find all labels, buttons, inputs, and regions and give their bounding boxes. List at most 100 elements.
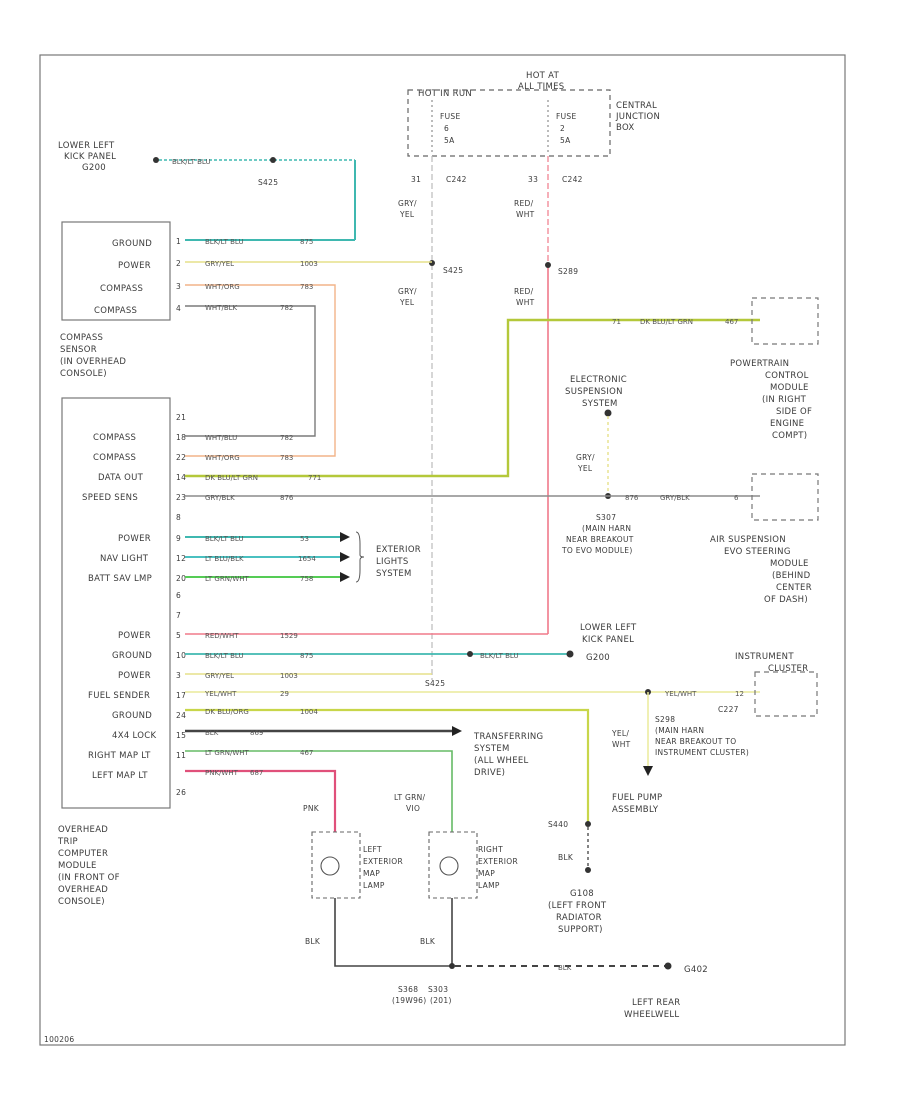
air-susp-label-4: (BEHIND [772, 571, 811, 581]
wire-ground-circuit: 875 [300, 652, 313, 660]
air-susp-label-3: MODULE [770, 559, 809, 569]
arrow-4x4-icon [452, 726, 462, 736]
wire-left-map-circuit: 687 [250, 769, 263, 777]
compass-pin-num-4: 4 [176, 304, 181, 313]
pin-31-label: 31 [411, 175, 421, 184]
right-lamp-label-1: RIGHT [478, 845, 503, 854]
right-lamp-label-3: MAP [478, 869, 495, 878]
right-exterior-map-lamp: RIGHT EXTERIOR MAP LAMP [428, 831, 518, 899]
splice-s425-icon [429, 260, 435, 266]
c242-label-a: C242 [446, 175, 467, 184]
wire-compass-wht-blk [185, 305, 316, 437]
exterior-label-1: EXTERIOR [376, 545, 421, 555]
pcm-label-6: ENGINE [770, 419, 804, 429]
otc-pin-num-15: 15 [176, 731, 186, 740]
compass-pin-power: POWER [118, 261, 151, 271]
otc-pin-num-9: 9 [176, 534, 181, 543]
wire-pcm-color: DK BLU/LT GRN [640, 318, 693, 326]
transfer-label-1: TRANSFERRING [473, 732, 543, 742]
otc-pin-right-map: RIGHT MAP LT [88, 751, 151, 761]
otc-label-6: OVERHEAD [58, 885, 108, 895]
transfer-label-2: SYSTEM [474, 744, 510, 754]
otc-label-2: TRIP [57, 837, 78, 847]
wire-right-map-color: LT GRN/WHT [205, 749, 250, 757]
compass-sensor-label-2: SENSOR [60, 345, 97, 355]
wire-left-map [185, 769, 337, 832]
wire-left-lamp-ground [334, 898, 452, 967]
g108-label-4: SUPPORT) [558, 925, 603, 935]
otc-pin-num-11: 11 [176, 751, 186, 760]
lt-grn-vio-1: LT GRN/ [394, 793, 426, 802]
ground-mid-label-1: LOWER LEFT [580, 623, 637, 633]
fuse1-label-1: FUSE [440, 112, 461, 121]
s298-label-3: NEAR BREAKOUT TO [655, 737, 736, 746]
otc-wire-1-circuit: 782 [280, 434, 293, 442]
otc-pin-num-24: 24 [176, 711, 186, 720]
wire-4x4-circuit: 869 [250, 729, 263, 737]
blk-right-label: BLK [420, 937, 436, 946]
s368-label-1: S368 [398, 985, 418, 994]
ground-g200-mid-icon [566, 650, 574, 658]
left-rear-label-2: WHEELWELL [624, 1010, 679, 1020]
fuel-pump-label-1: FUEL PUMP [612, 793, 662, 803]
wire-ic-pin: 12 [735, 690, 744, 698]
otc-label-7: CONSOLE) [58, 897, 105, 907]
s307-label-4: TO EVO MODULE) [561, 546, 633, 555]
otc-pin-num-6: 6 [176, 591, 181, 600]
otc-pin-fuel-sender: FUEL SENDER [88, 691, 150, 701]
air-suspension-module: AIR SUSPENSION EVO STEERING MODULE (BEHI… [710, 473, 819, 605]
otc-label-1: OVERHEAD [58, 825, 108, 835]
otc-wire-2-color: WHT/ORG [205, 454, 240, 462]
pnk-label: PNK [303, 804, 320, 813]
otc-pin-num-20: 20 [176, 574, 186, 583]
otc-box [61, 397, 171, 809]
left-lamp-label-1: LEFT [363, 845, 382, 854]
pin-33-label: 33 [528, 175, 538, 184]
hot-at-label-1: HOT AT [526, 71, 560, 81]
ground-top-label-2: KICK PANEL [64, 152, 116, 162]
yel-wht-label-1: YEL/ [611, 729, 629, 738]
compass-sensor-label-3: (IN OVERHEAD [60, 357, 126, 367]
otc-wire-3-circuit: 771 [308, 474, 321, 482]
bulb-right-icon [439, 856, 459, 876]
splice-ground-icon [467, 651, 473, 657]
cjb-outline [407, 89, 611, 157]
g108-label-2: (LEFT FRONT [548, 901, 607, 911]
wire-fuel-color-b: YEL/WHT [664, 690, 697, 698]
pcm-label-7: COMPT) [772, 431, 807, 441]
exterior-label-2: LIGHTS [376, 557, 409, 567]
wire-ext-batt-color: LT GRN/WHT [205, 575, 250, 583]
ess-gry-yel-2: YEL [577, 464, 593, 473]
fuse2-label-2: 2 [560, 124, 565, 133]
wire-compass-power-color: GRY/YEL [205, 260, 234, 268]
otc-pin-data-out: DATA OUT [98, 473, 144, 483]
otc-pin-num-26: 26 [176, 788, 186, 797]
otc-pin-batt-sav: BATT SAV LMP [88, 574, 152, 584]
otc-pin-4x4-lock: 4X4 LOCK [112, 731, 156, 741]
right-lamp-outline [428, 831, 478, 899]
gry-yel-a-2: YEL [399, 210, 415, 219]
wire-red-wht-color: RED/WHT [205, 632, 239, 640]
splice-s289-icon [545, 262, 551, 268]
electronic-suspension-system: ELECTRONIC SUSPENSION SYSTEM [565, 375, 627, 417]
wire-fuel-circuit: 29 [280, 690, 289, 698]
s307-label-3: NEAR BREAKOUT [566, 535, 634, 544]
fuse1-label-2: 6 [444, 124, 449, 133]
fuse2-label-3: 5A [560, 136, 571, 145]
pcm-label-2: CONTROL [765, 371, 809, 381]
splice-s303-icon [449, 963, 455, 969]
wire-fuel-color: YEL/WHT [204, 690, 237, 698]
air-susp-label-5: CENTER [776, 583, 812, 593]
splice-s425-top-icon [270, 157, 276, 163]
wire-ground-color: BLK/LT BLU [205, 652, 244, 660]
ic-label-1: INSTRUMENT [735, 652, 794, 662]
wire-ext-nav-color: LT BLU/BLK [205, 555, 244, 563]
diagram-border [39, 54, 846, 1046]
ground-g402-icon [664, 962, 672, 970]
splice-s425-label: S425 [443, 266, 463, 275]
s440-label: S440 [548, 820, 568, 829]
s303-label-2: (201) [430, 996, 452, 1005]
s298-label-2: (MAIN HARN [655, 726, 704, 735]
splice-s425-bottom-label: S425 [425, 679, 445, 688]
